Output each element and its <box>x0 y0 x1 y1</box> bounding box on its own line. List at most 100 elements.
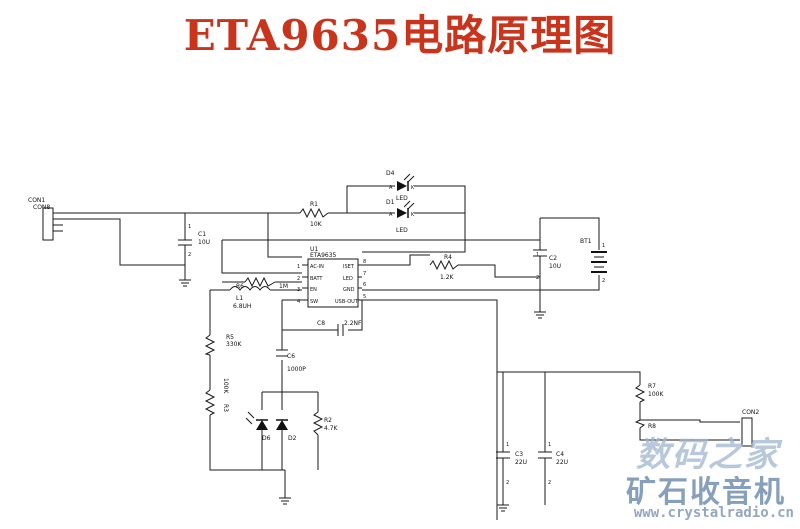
l1-value: 6.8UH <box>233 303 251 310</box>
u1-pin4-name: SW <box>310 299 318 305</box>
r3-resistor: 100K R3 <box>204 378 229 416</box>
c6-capacitor: C6 1000P <box>276 349 306 373</box>
watermark-line1: 数码之家 <box>636 435 780 475</box>
r6-ref: R6 <box>236 283 244 290</box>
u1-pin1-name: AC-IN <box>310 264 324 270</box>
c8-capacitor: C8 2.2NF <box>317 320 362 336</box>
c2-value: 10U <box>549 263 561 270</box>
c3-pin1: 1 <box>506 442 509 448</box>
c4-value: 22U <box>556 459 568 466</box>
c2-pin2: 2 <box>536 275 539 281</box>
r1-resistor: R1 10K <box>299 201 329 228</box>
u1-pin2-name: BATT <box>310 276 323 282</box>
c8-ref: C8 <box>317 320 325 327</box>
r4-ref: R4 <box>444 254 452 261</box>
r6-resistor: R6 1M <box>236 276 288 290</box>
c1-value: 10U <box>198 239 210 246</box>
page-title: ETA9635电路原理图 <box>183 11 617 60</box>
c3-capacitor: C3 22U 1 2 <box>496 442 527 512</box>
c4-capacitor: C4 22U 1 2 <box>538 442 568 486</box>
d1-anode: A <box>389 212 393 218</box>
con2-connector: CON2 <box>741 409 759 447</box>
c1-capacitor: C1 10U 1 2 <box>178 224 210 287</box>
r1-value: 10K <box>310 221 323 228</box>
r2-value: 4.7K <box>324 425 339 432</box>
c4-ref: C4 <box>556 451 564 458</box>
c8-value: 2.2NF <box>344 320 362 327</box>
watermark-line2: 矿石收音机 <box>626 475 786 510</box>
r7-resistor: R7 100K <box>634 383 664 403</box>
r7-ref: R7 <box>648 383 656 390</box>
con1-ref: CON1 <box>28 197 45 204</box>
con2-ref: CON2 <box>742 409 759 416</box>
u1-pin7-num: 7 <box>363 271 366 277</box>
u1-pin2-num: 2 <box>297 276 300 282</box>
u1-pin8-num: 8 <box>363 259 366 265</box>
u1-pin8-name: ISET <box>343 264 355 270</box>
d6-diode: D6 <box>245 411 271 442</box>
r8-ref: R8 <box>648 423 656 430</box>
r3-value: 100K <box>222 378 229 394</box>
r8-resistor: R8 <box>634 419 656 430</box>
c2-pin1: 1 <box>536 252 539 258</box>
r7-value: 100K <box>648 391 664 398</box>
u1-pin4-num: 4 <box>297 299 300 305</box>
l1-ref: L1 <box>236 295 243 302</box>
c4-pin1: 1 <box>548 442 551 448</box>
con1-value: CON8 <box>33 204 50 211</box>
u1-pin6-num: 6 <box>363 282 366 288</box>
u1-pin1-num: 1 <box>297 264 300 270</box>
d1-led: D1 A K LED <box>386 199 415 234</box>
site-watermark: 数码之家 矿石收音机 www.crystalradio.cn <box>600 419 800 529</box>
d6-ref: D6 <box>262 435 271 442</box>
d2-ref: D2 <box>288 435 297 442</box>
l1-inductor: L1 6.8UH <box>229 286 271 310</box>
c3-pin2: 2 <box>506 480 509 486</box>
con1-connector: CON1 CON8 <box>28 197 63 241</box>
wires <box>63 185 740 520</box>
u1-value: ETA9635 <box>310 252 337 259</box>
u1-pin7-name: LED <box>343 276 353 282</box>
u1-ic: U1 ETA9635 1 AC-IN 2 BATT 3 EN 4 SW 8 IS… <box>297 246 366 308</box>
ground-symbol <box>279 497 291 505</box>
c3-value: 22U <box>515 459 527 466</box>
r5-ref: R5 <box>226 334 234 341</box>
u1-pin3-name: EN <box>310 287 317 293</box>
c2-capacitor: C2 10U 1 2 <box>533 249 561 319</box>
watermark-url: www.crystalradio.cn <box>633 505 794 521</box>
bt1-pin2: 2 <box>602 278 605 284</box>
r2-resistor: R2 4.7K <box>312 411 339 436</box>
c1-pin2: 2 <box>188 252 191 258</box>
r3-ref: R3 <box>222 404 229 412</box>
d4-anode: A <box>389 185 393 191</box>
c3-ref: C3 <box>515 451 523 458</box>
d1-value: LED <box>396 227 408 234</box>
r6-value: 1M <box>279 283 288 290</box>
d4-value: LED <box>396 195 408 202</box>
d4-led: D4 A K LED <box>386 170 415 202</box>
r5-resistor: R5 330K <box>204 334 242 356</box>
u1-ref: U1 <box>310 246 318 253</box>
d1-ref: D1 <box>386 199 395 206</box>
r5-value: 330K <box>226 341 242 348</box>
d4-ref: D4 <box>386 170 395 177</box>
u1-pin5-num: 5 <box>363 294 366 300</box>
r1-ref: R1 <box>310 201 318 208</box>
r4-value: 1.2K <box>440 274 455 281</box>
c1-pin1: 1 <box>188 224 191 230</box>
c2-ref: C2 <box>549 255 557 262</box>
c1-ref: C1 <box>198 231 206 238</box>
bt1-pin1: 1 <box>602 243 605 249</box>
u1-pin6-name: GND <box>343 287 355 293</box>
r2-ref: R2 <box>324 417 332 424</box>
u1-pin3-num: 3 <box>297 287 300 293</box>
r4-resistor: R4 1.2K <box>429 254 459 281</box>
c6-value: 1000P <box>287 366 306 373</box>
d4-cathode: K <box>411 185 415 191</box>
d1-cathode: K <box>411 212 415 218</box>
c6-ref: C6 <box>287 353 295 360</box>
c4-pin2: 2 <box>548 480 551 486</box>
d2-diode: D2 <box>276 419 297 442</box>
u1-pin5-name: USB-OUT <box>335 299 359 305</box>
